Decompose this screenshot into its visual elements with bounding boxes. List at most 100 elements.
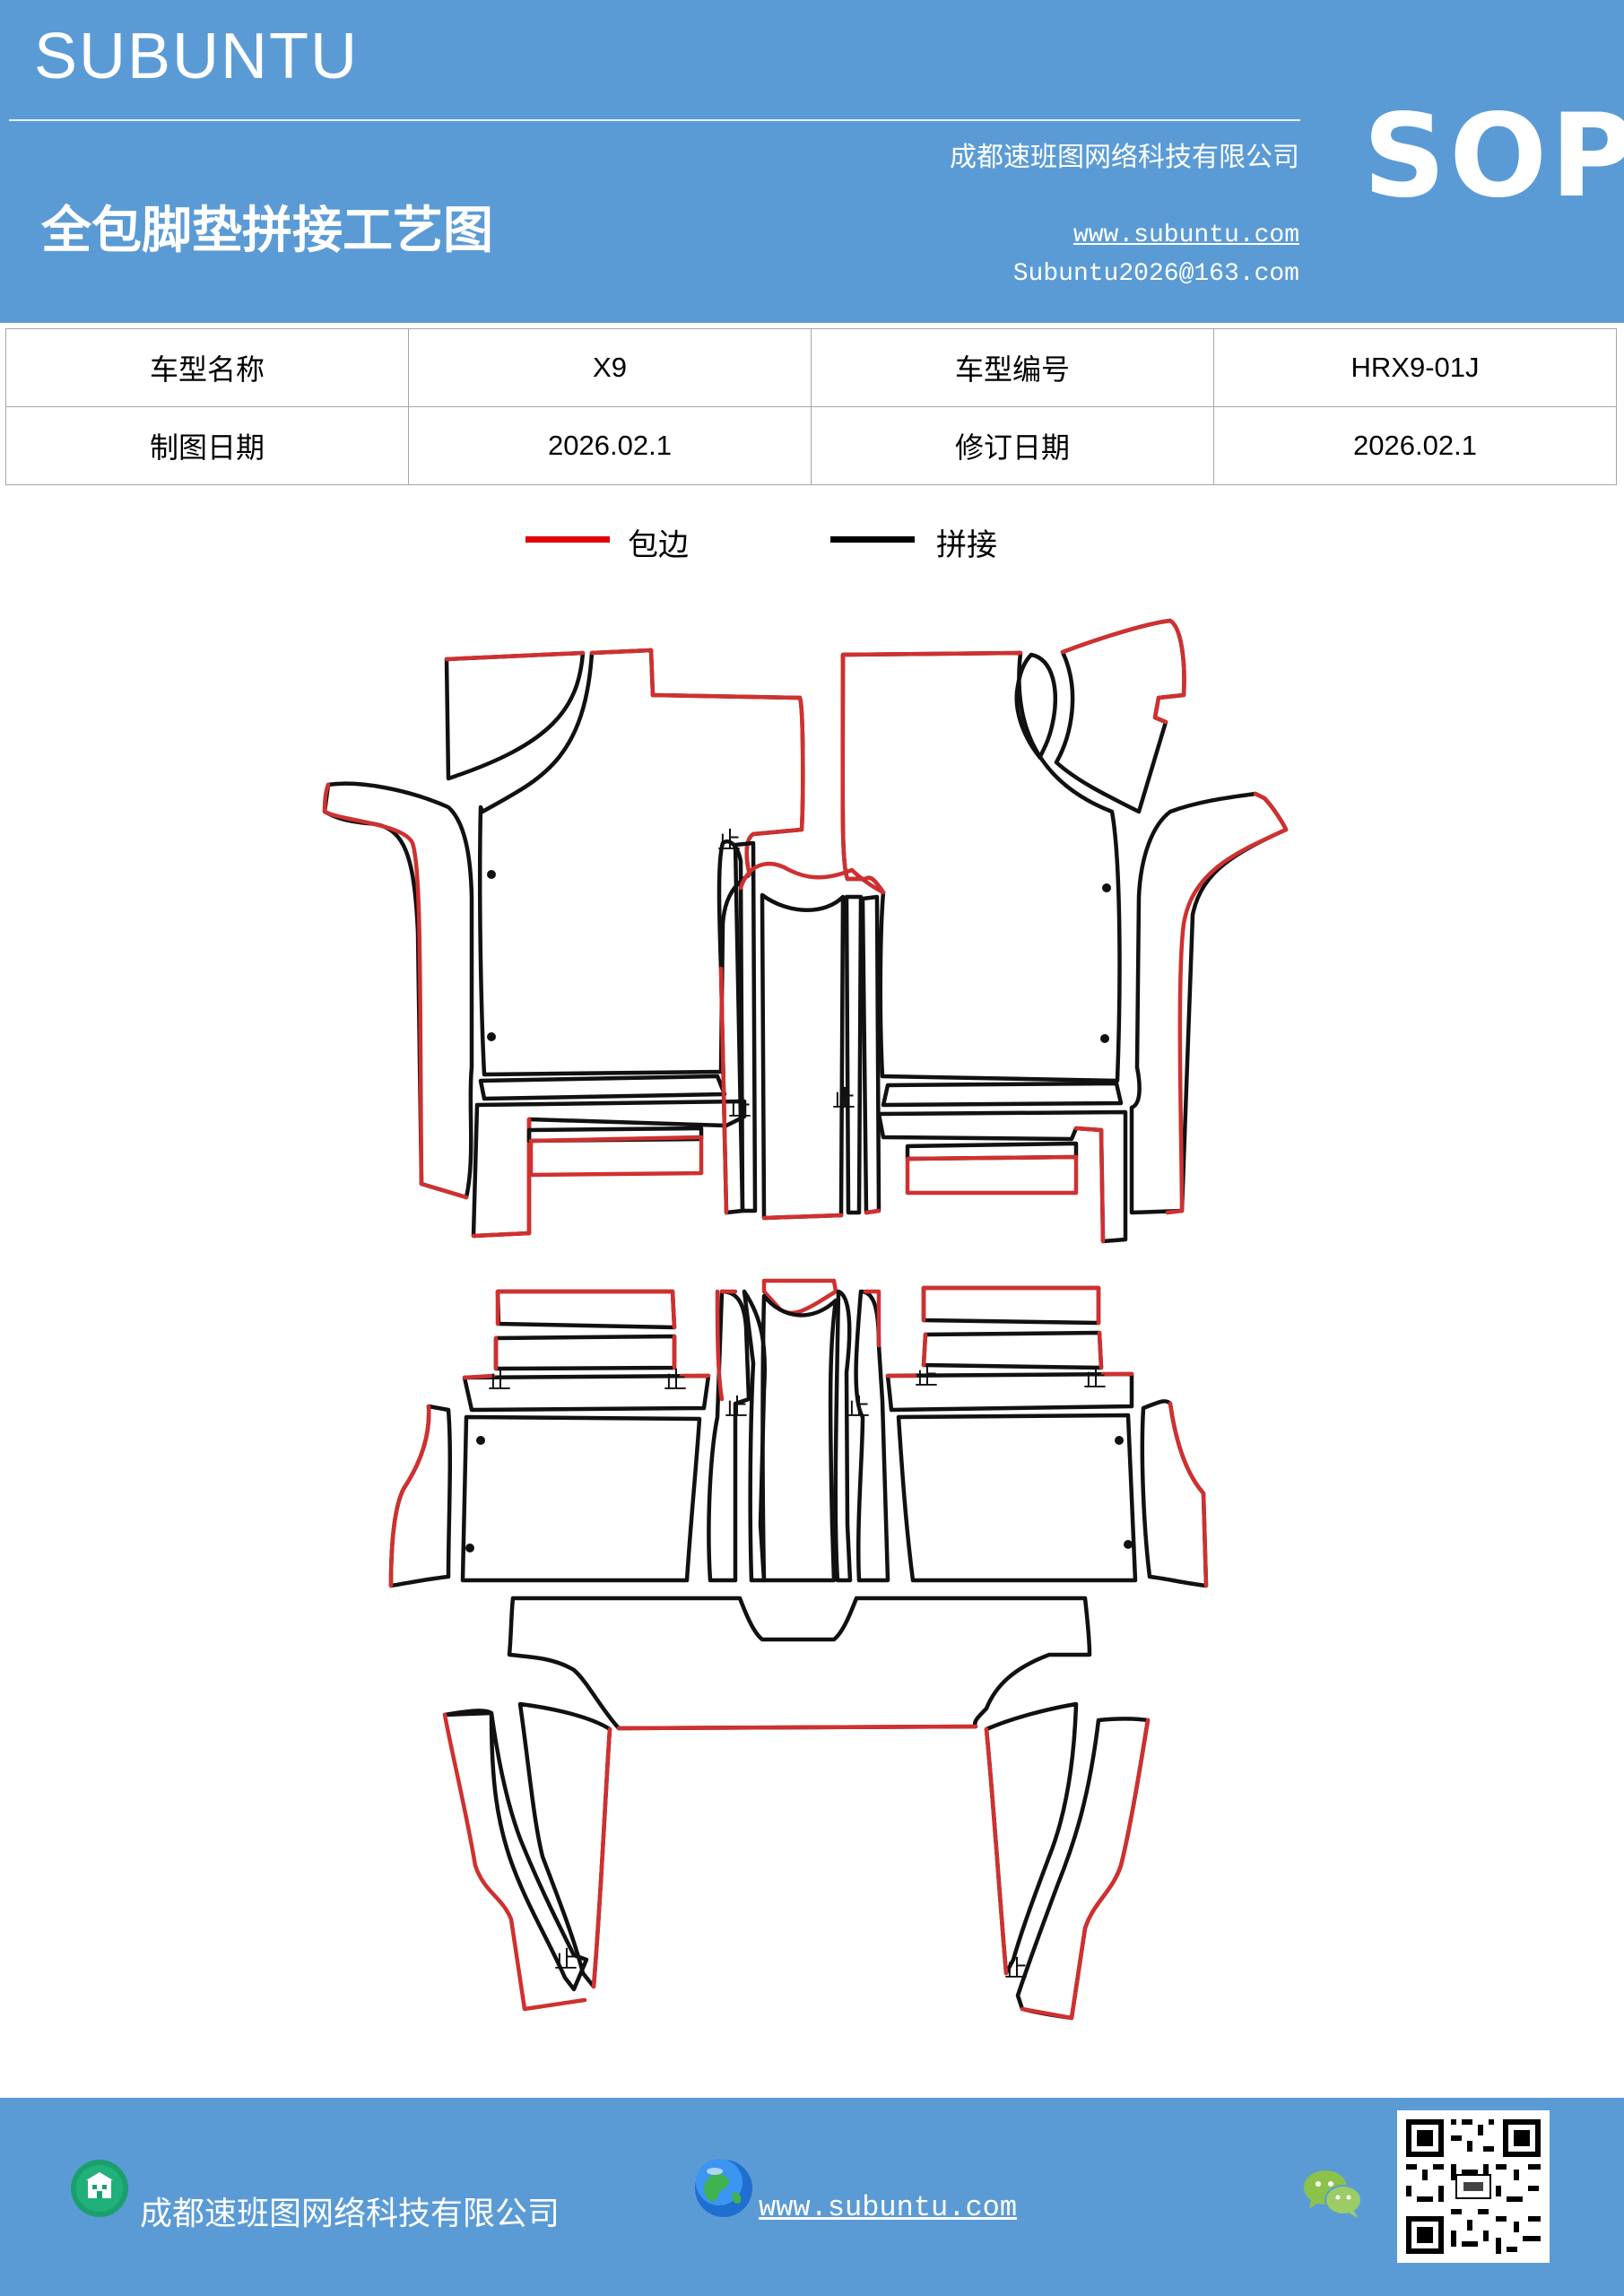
- mat-hole: [487, 870, 496, 879]
- revision-date-value: 2026.02.1: [1213, 406, 1617, 485]
- mat-piece: [507, 1596, 1092, 1731]
- mat-piece: [1014, 652, 1057, 761]
- mat-piece: [442, 1709, 589, 1992]
- stitch-mark: 止: [1004, 1956, 1028, 1983]
- mat-edge: [1073, 1126, 1106, 1244]
- mat-hole: [476, 1436, 485, 1445]
- mat-piece: [742, 1289, 768, 1583]
- mat-edge: [1165, 791, 1289, 1215]
- mat-edge: [921, 1330, 1104, 1370]
- stitch-mark: 止: [915, 1364, 938, 1391]
- mat-piece: [833, 1289, 853, 1583]
- mat-piece: [462, 1373, 711, 1413]
- mat-edge: [885, 1371, 1134, 1378]
- mat-piece: [460, 1414, 702, 1583]
- mat-edge: [322, 782, 469, 1200]
- legend-label: 拼接: [936, 527, 997, 563]
- company-icon: [71, 2160, 128, 2217]
- stitch-mark: 止: [717, 828, 741, 855]
- mat-piece: [896, 1413, 1138, 1583]
- model-name-value: X9: [408, 328, 812, 407]
- mat-edge: [864, 1208, 881, 1215]
- website-link[interactable]: www.subuntu.com: [1073, 222, 1299, 249]
- qr-code: [1397, 2110, 1550, 2263]
- mat-edge: [863, 1289, 881, 1348]
- draw-date-value: 2026.02.1: [408, 406, 812, 485]
- stitch-mark: 止: [832, 1086, 855, 1113]
- globe-icon: [695, 2159, 752, 2217]
- edging-swatch: [525, 536, 610, 543]
- mat-piece: [885, 1371, 1134, 1413]
- stitch-mark: 止: [664, 1368, 687, 1395]
- model-code-value: HRX9-01J: [1213, 328, 1617, 407]
- email-address: Subuntu2026@163.com: [1012, 260, 1299, 288]
- model-name-label: 车型名称: [5, 328, 409, 407]
- info-table: 车型名称 X9 车型编号 HRX9-01J 制图日期 2026.02.1 修订日…: [5, 328, 1617, 485]
- mat-piece: [1015, 1717, 1151, 2021]
- mat-piece: [495, 1289, 677, 1330]
- mat-piece: [707, 1289, 751, 1583]
- mat-piece: [1129, 791, 1289, 1215]
- mat-hole: [1115, 1436, 1124, 1445]
- mat-edge: [1168, 1401, 1209, 1588]
- mat-piece: [984, 1701, 1079, 1976]
- mat-edge: [921, 1285, 1101, 1326]
- mat-edge: [1060, 618, 1186, 725]
- mat-edge: [715, 1289, 738, 1402]
- mat-edge: [1020, 1718, 1151, 2021]
- mat-piece: [921, 1285, 1101, 1326]
- footer: 成都速班图网络科技有限公司 www.subuntu.com: [0, 2098, 1624, 2296]
- stitch-mark: 止: [488, 1368, 511, 1395]
- page-title: 全包脚垫拼接工艺图: [41, 201, 493, 260]
- stitch-mark: 止: [847, 1395, 870, 1422]
- brand-logo: SUBUNTU: [34, 21, 360, 92]
- stitch-mark: 止: [1083, 1366, 1107, 1393]
- mat-hole: [1100, 1034, 1109, 1043]
- mat-piece: [760, 892, 846, 1221]
- mat-piece: [445, 1713, 567, 2013]
- mat-edge: [591, 1726, 612, 1989]
- mat-hole: [1124, 1540, 1133, 1549]
- mat-piece: [760, 1293, 838, 1583]
- stitch-mark: 止: [728, 1095, 751, 1122]
- header-divider: [9, 119, 1300, 121]
- mat-piece: [733, 840, 758, 1213]
- mat-edge: [471, 1117, 532, 1239]
- mat-edge: [388, 1404, 431, 1588]
- mat-piece: [478, 1074, 727, 1101]
- footer-company-name: 成都速班图网络科技有限公司: [140, 2196, 560, 2232]
- mat-edge: [442, 1712, 587, 2012]
- mat-piece: [471, 1099, 747, 1239]
- mat-edge: [761, 1213, 844, 1221]
- mat-edge: [495, 1289, 677, 1330]
- mat-piece: [444, 650, 586, 781]
- sop-badge: SOP: [1363, 90, 1624, 223]
- footer-website-link[interactable]: www.subuntu.com: [759, 2191, 1018, 2224]
- mat-hole: [1102, 883, 1111, 892]
- mat-piece: [905, 1154, 1079, 1196]
- mat-edge: [840, 650, 1023, 895]
- mat-edge: [616, 1724, 978, 1731]
- stitch-mark: 止: [554, 1947, 578, 1974]
- mat-edge: [444, 650, 586, 662]
- mat-edge: [984, 1726, 1009, 1976]
- mat-piece: [493, 1334, 677, 1371]
- mat-piece: [854, 1289, 890, 1583]
- mat-hole: [465, 1544, 474, 1552]
- mat-piece: [876, 1109, 1128, 1244]
- mat-piece: [860, 894, 881, 1215]
- mat-piece: [921, 1330, 1104, 1370]
- table-row: 车型名称 X9 车型编号 HRX9-01J: [5, 328, 1617, 407]
- wechat-icon: [1304, 2170, 1362, 2218]
- mat-piece: [881, 1081, 1124, 1108]
- table-row: 制图日期 2026.02.1 修订日期 2026.02.1: [5, 406, 1617, 485]
- model-code-label: 车型编号: [811, 328, 1214, 407]
- mat-edge: [738, 861, 886, 895]
- draw-date-label: 制图日期: [5, 406, 409, 485]
- company-name: 成都速班图网络科技有限公司: [950, 142, 1299, 173]
- mat-edge: [462, 1373, 711, 1380]
- seam-swatch: [830, 536, 915, 543]
- legend-label: 包边: [628, 527, 689, 563]
- revision-date-label: 修订日期: [811, 406, 1214, 485]
